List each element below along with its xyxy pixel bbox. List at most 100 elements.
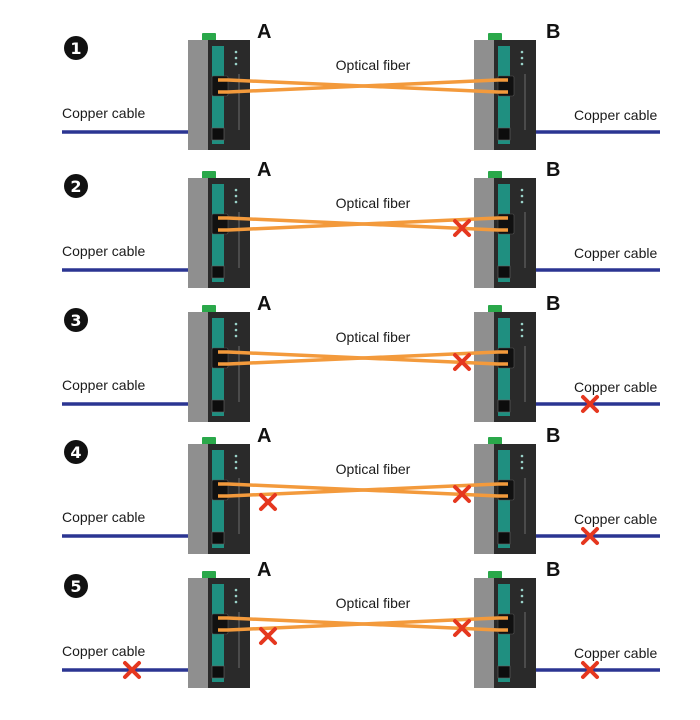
status-led-icon xyxy=(234,322,238,326)
status-led-icon xyxy=(520,454,524,458)
optical-fiber-strand-2 xyxy=(227,78,499,94)
status-led-icon xyxy=(520,194,524,198)
media-converter-device-a xyxy=(188,305,250,422)
step-badge-icon xyxy=(64,36,88,60)
status-led-icon xyxy=(520,466,524,470)
rj45-port-icon xyxy=(211,531,225,545)
device-top-cap xyxy=(488,305,502,313)
device-label-strip xyxy=(238,74,240,130)
rj45-port-icon xyxy=(211,127,225,141)
optical-fiber-label: Optical fiber xyxy=(336,195,411,211)
device-b-letter: B xyxy=(546,21,560,43)
status-led-icon xyxy=(520,322,524,326)
copper-cable-left-label: Copper cable xyxy=(62,509,145,525)
device-a-letter: A xyxy=(257,293,271,315)
device-side-panel xyxy=(474,578,496,688)
media-converter-device-b xyxy=(474,437,536,554)
fault-x-stroke xyxy=(259,493,277,511)
fault-x-mark-icon xyxy=(453,619,471,637)
step-number: 4 xyxy=(70,443,81,462)
status-led-icon xyxy=(520,56,524,60)
device-a-letter: A xyxy=(257,559,271,581)
status-led-icon xyxy=(234,600,238,604)
device-side-panel xyxy=(188,178,210,288)
device-top-cap xyxy=(488,171,502,179)
fault-x-mark-icon xyxy=(453,485,471,503)
rj45-port-icon xyxy=(497,265,511,279)
copper-cable-right-label: Copper cable xyxy=(574,511,657,527)
status-led-icon xyxy=(234,188,238,192)
device-top-cap xyxy=(202,33,216,41)
media-converter-device-a xyxy=(188,437,250,554)
status-led-icon xyxy=(520,334,524,338)
copper-cable-right-label: Copper cable xyxy=(574,107,657,123)
media-converter-device-a xyxy=(188,171,250,288)
device-label-strip xyxy=(238,346,240,402)
device-side-panel xyxy=(188,40,210,150)
fault-x-mark-icon xyxy=(259,627,277,645)
device-label-strip xyxy=(524,74,526,130)
step-badge-icon xyxy=(64,308,88,332)
device-top-cap xyxy=(488,33,502,41)
copper-cable-left-label: Copper cable xyxy=(62,643,145,659)
optical-fiber-strand-2 xyxy=(227,350,499,366)
copper-cable-right-label: Copper cable xyxy=(574,379,657,395)
rj45-port-icon xyxy=(211,399,225,413)
status-led-icon xyxy=(234,454,238,458)
step-badge-icon xyxy=(64,574,88,598)
fault-x-stroke xyxy=(453,485,471,503)
fault-x-stroke xyxy=(581,527,599,545)
fault-x-mark-icon xyxy=(581,527,599,545)
media-converter-device-b xyxy=(474,171,536,288)
step-number: 3 xyxy=(70,311,81,330)
rj45-port-icon xyxy=(497,127,511,141)
device-side-panel xyxy=(474,444,496,554)
status-led-icon xyxy=(234,588,238,592)
step-number: 2 xyxy=(70,177,81,196)
fault-x-mark-icon xyxy=(453,219,471,237)
copper-cable-left-label: Copper cable xyxy=(62,377,145,393)
device-side-panel xyxy=(188,578,210,688)
status-led-icon xyxy=(234,56,238,60)
device-side-panel xyxy=(474,312,496,422)
device-top-cap xyxy=(202,437,216,445)
fault-x-mark-icon xyxy=(259,493,277,511)
status-led-icon xyxy=(520,594,524,598)
copper-cable-left-label: Copper cable xyxy=(62,105,145,121)
optical-fiber-strand-2 xyxy=(227,216,499,232)
status-led-icon xyxy=(520,200,524,204)
optical-fiber-label: Optical fiber xyxy=(336,461,411,477)
status-led-icon xyxy=(234,50,238,54)
device-top-cap xyxy=(202,171,216,179)
rj45-port-icon xyxy=(211,265,225,279)
fault-x-stroke xyxy=(123,661,141,679)
fault-x-mark-icon xyxy=(581,661,599,679)
fault-x-stroke xyxy=(453,619,471,637)
status-led-icon xyxy=(234,62,238,66)
status-led-icon xyxy=(520,62,524,66)
optical-fiber-label: Optical fiber xyxy=(336,595,411,611)
optical-fiber-strand-2 xyxy=(227,482,499,498)
device-a-letter: A xyxy=(257,425,271,447)
device-a-letter: A xyxy=(257,21,271,43)
device-label-strip xyxy=(238,478,240,534)
step-badge-icon xyxy=(64,440,88,464)
rj45-port-icon xyxy=(497,531,511,545)
step-number: 5 xyxy=(70,577,81,596)
device-side-panel xyxy=(188,444,210,554)
media-converter-device-a xyxy=(188,33,250,150)
device-b-letter: B xyxy=(546,425,560,447)
optical-fiber-label: Optical fiber xyxy=(336,329,411,345)
device-top-cap xyxy=(488,437,502,445)
status-led-icon xyxy=(234,466,238,470)
device-top-cap xyxy=(488,571,502,579)
status-led-icon xyxy=(234,328,238,332)
device-side-panel xyxy=(474,40,496,150)
copper-cable-left-label: Copper cable xyxy=(62,243,145,259)
step-number: 1 xyxy=(70,39,81,58)
step-badge-icon xyxy=(64,174,88,198)
rj45-port-icon xyxy=(211,665,225,679)
